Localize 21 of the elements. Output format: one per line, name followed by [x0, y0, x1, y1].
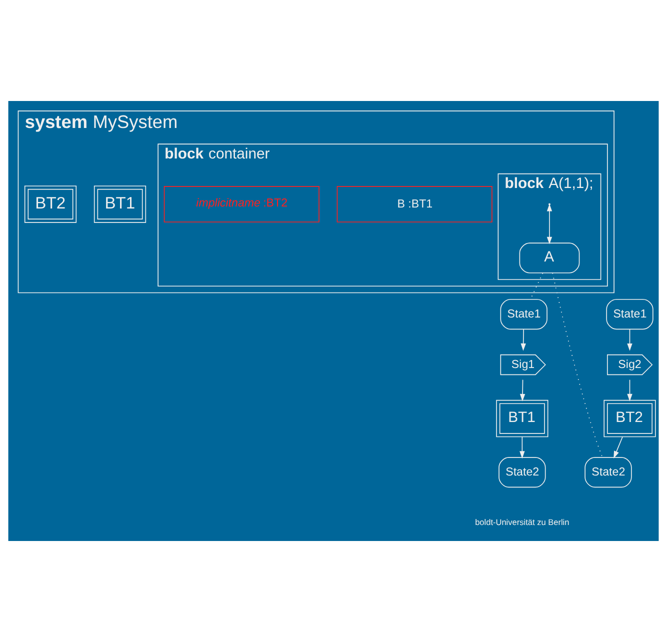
node-box: State1: [500, 298, 548, 330]
node-box: BT2: [24, 185, 77, 222]
node-box: BT2: [604, 399, 656, 437]
node-box: BT1: [496, 399, 548, 437]
arrow: [546, 203, 552, 244]
node-box: A: [519, 242, 580, 273]
node-box: State1: [606, 298, 654, 330]
arrow: [520, 436, 525, 458]
connector: [530, 272, 544, 299]
node-box: BT1: [94, 185, 146, 222]
arrow: [627, 328, 632, 350]
label: boldt-Universität zu Berlin: [475, 517, 570, 526]
arrow: [520, 328, 526, 350]
arrow: [614, 436, 623, 458]
node-box: B :BT1: [336, 186, 492, 222]
arrow: [627, 378, 632, 401]
connector: [552, 272, 603, 458]
node-box: implicitname :BT2: [164, 186, 320, 222]
arrow: [520, 378, 526, 401]
node-box: State2: [584, 456, 632, 488]
node-box: State2: [498, 456, 546, 488]
